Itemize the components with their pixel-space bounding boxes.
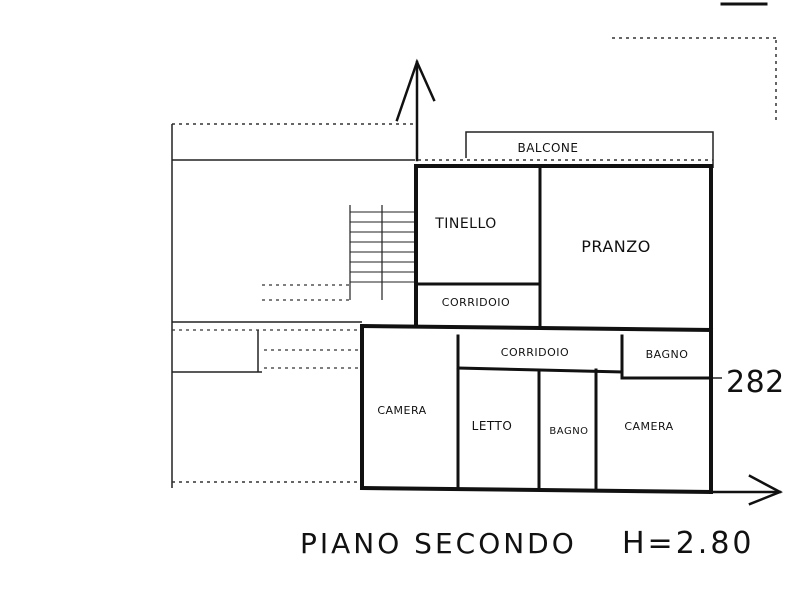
room-label-letto: LETTO [472,419,513,433]
room-label-balcone: BALCONE [517,141,578,155]
apartment-walls [359,164,714,495]
balcony-outline [418,131,714,168]
room-label-corridoio-upper: CORRIDOIO [442,296,510,309]
room-label-camera-left: CAMERA [377,404,426,417]
plan-title: PIANO SECONDO [300,527,577,560]
room-label-corridoio-lower: CORRIDOIO [501,346,569,359]
corner-marks [612,2,780,120]
ceiling-height-label: H=2.80 [622,526,755,561]
adjacent-building [171,123,415,488]
room-label-bagno-center: BAGNO [549,426,588,437]
room-label-tinello: TINELLO [434,216,497,232]
room-label-camera-right: CAMERA [624,420,673,433]
north-arrow [395,58,436,162]
room-label-pranzo: PRANZO [581,237,651,256]
east-arrow [706,474,783,506]
staircase [262,205,416,301]
dimension-label: 282 [726,365,785,400]
room-label-bagno-right: BAGNO [646,348,689,361]
